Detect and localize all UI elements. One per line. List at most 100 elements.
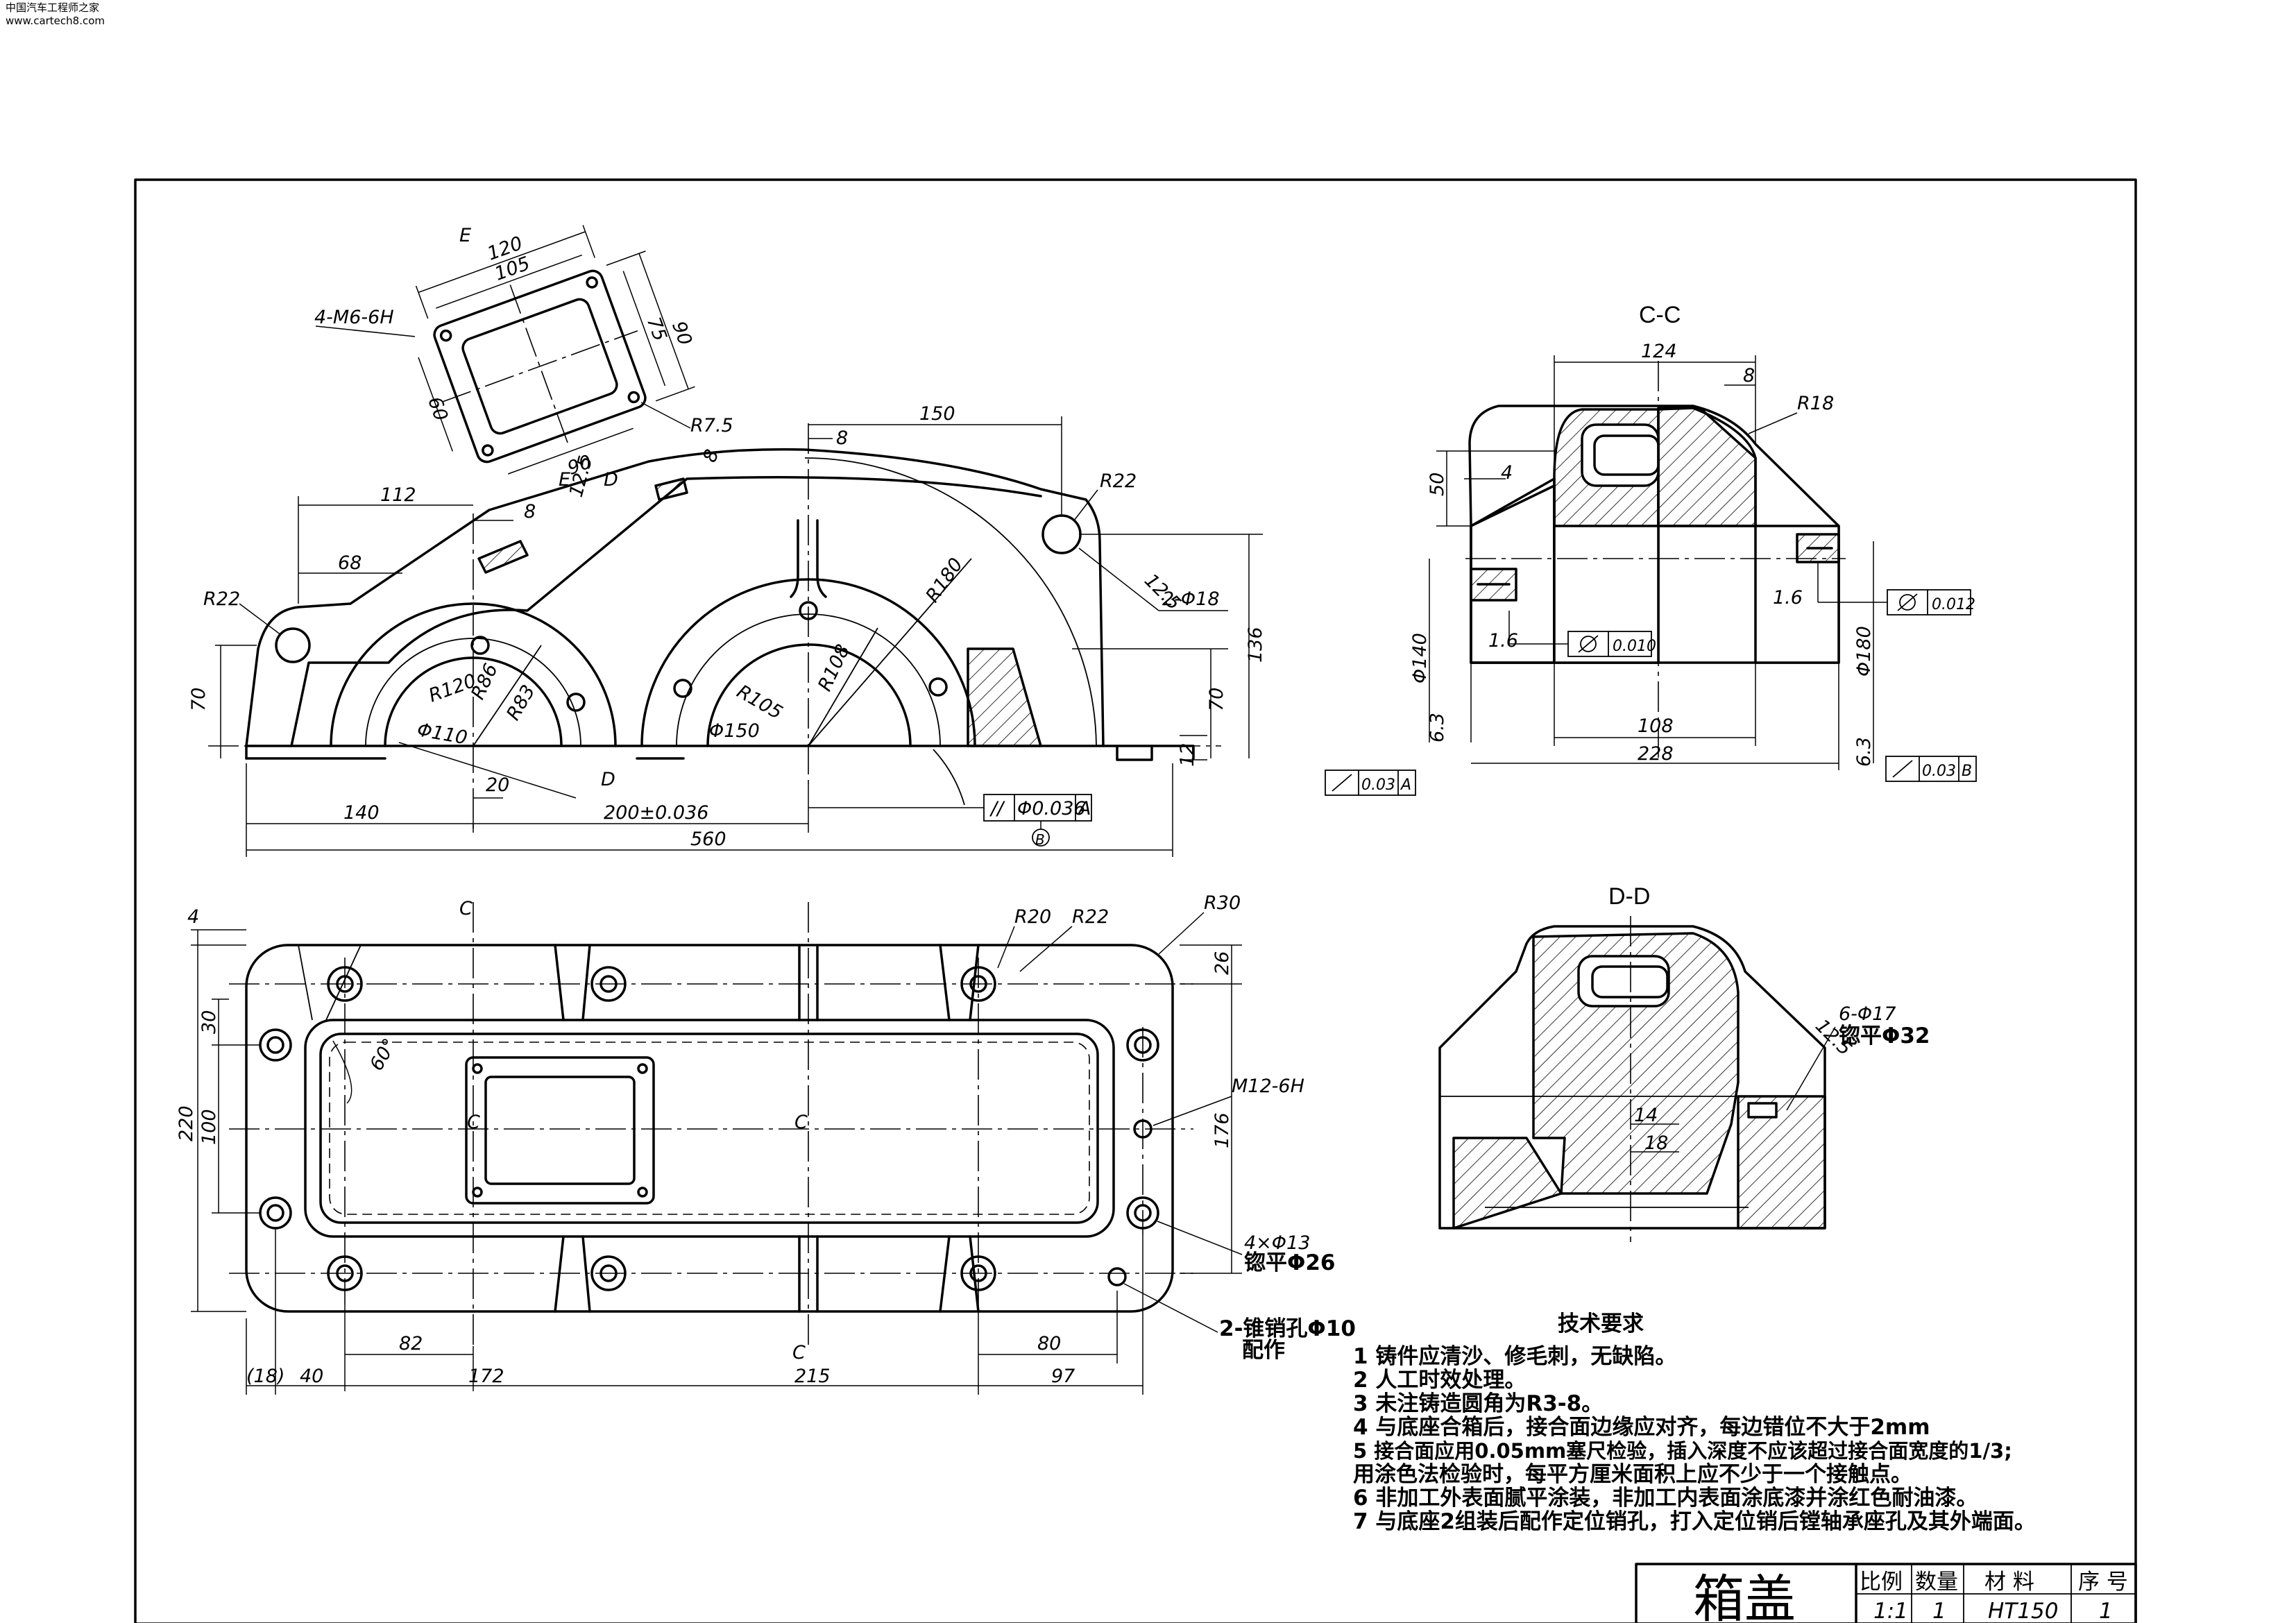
dim-cc-108: 108	[1638, 715, 1674, 737]
tb-header-material: 材 料	[1984, 1570, 2034, 1595]
dim-100: 100	[198, 1109, 220, 1145]
dim-r105: R105	[733, 681, 786, 724]
tb-qty: 1	[1932, 1599, 1946, 1623]
taper-pin-fit: 配作	[1242, 1338, 1285, 1363]
dim-cc-phi140: Φ140	[1409, 633, 1431, 683]
tb-header-scale: 比例	[1860, 1570, 1903, 1595]
dim-dd-18: 18	[1644, 1132, 1668, 1154]
dim-r22-top: R22	[1072, 906, 1109, 928]
note-3: 3 未注铸造圆角为R3-8。	[1353, 1391, 1603, 1416]
dim-e-r75: R7.5	[690, 415, 733, 436]
ra-cc-6-3-left: 6.3	[1427, 713, 1448, 742]
dim-68: 68	[338, 552, 362, 574]
holes-6-phi17: 6-Φ17	[1839, 1003, 1896, 1025]
dim-80: 80	[1037, 1333, 1061, 1354]
tol-runout-b-ref: B	[1962, 763, 1972, 780]
top-view: C C C C 4 220 100 30 26 176 R20 R22 R30 …	[176, 892, 1356, 1395]
section-dd-title: D-D	[1608, 883, 1650, 910]
dim-cc-124: 124	[1641, 341, 1677, 362]
tol-parallel-symbol: //	[989, 798, 1005, 819]
thread-m12: M12-6H	[1232, 1076, 1304, 1097]
dim-26: 26	[1211, 951, 1233, 975]
tb-scale: 1:1	[1873, 1599, 1908, 1623]
note-2: 2 人工时效处理。	[1353, 1368, 1526, 1393]
drawing-frame	[134, 178, 2137, 1623]
section-dd: D-D 6-Φ17 锪平Φ32 12.5 14 18	[1438, 883, 1930, 1242]
tol-runout-b: 0.03	[1922, 763, 1956, 780]
tb-header-qty: 数量	[1915, 1570, 1958, 1595]
notes-title: 技术要求	[1558, 1311, 1644, 1336]
dim-30: 30	[198, 1010, 220, 1034]
ra-cc-1-6-right: 1.6	[1773, 587, 1803, 609]
dim-e-75: 75	[643, 314, 671, 344]
dim-8-rib: 8	[699, 447, 723, 466]
tol-cyl-1: 0.010	[1613, 638, 1656, 655]
view-e-label: E	[459, 225, 471, 246]
dim-40: 40	[300, 1366, 323, 1387]
dim-cc-228: 228	[1638, 743, 1674, 765]
note-5: 5 接合面应用0.05mm塞尺检验，插入深度不应该超过接合面宽度的1/3;	[1353, 1439, 2012, 1463]
dim-18-ref: (18)	[246, 1366, 284, 1387]
dim-97: 97	[1051, 1366, 1075, 1387]
ra-cc-1-6-left: 1.6	[1488, 630, 1518, 652]
dim-phi110: Φ110	[416, 719, 469, 749]
dim-phi150: Φ150	[709, 720, 760, 742]
dim-cc-4: 4	[1501, 462, 1513, 484]
dim-8-left: 8	[524, 501, 536, 522]
dim-136: 136	[1245, 627, 1266, 663]
spotface-32: 锪平Φ32	[1839, 1023, 1930, 1048]
cut-c-bottom: C	[792, 1342, 806, 1363]
tb-header-index: 序 号	[2078, 1570, 2128, 1595]
dim-r22-right: R22	[1100, 470, 1137, 492]
note-7: 7 与底座2组装后配作定位销孔，打入定位销后镗轴承座孔及其外端面。	[1353, 1509, 2036, 1534]
part-name: 箱盖	[1693, 1570, 1796, 1623]
section-cc-title: C-C	[1639, 302, 1681, 328]
tb-index: 1	[2099, 1599, 2113, 1623]
dim-560: 560	[690, 829, 726, 850]
dim-8-mid: 8	[836, 427, 848, 449]
dim-r86: R86	[467, 661, 502, 703]
dim-200: 200±0.036	[604, 802, 708, 824]
dim-20: 20	[486, 774, 509, 796]
dim-176: 176	[1211, 1112, 1233, 1148]
ra-cc-6-3-right: 6.3	[1853, 737, 1875, 767]
cut-d-bottom: D	[601, 769, 615, 790]
dim-r83: R83	[502, 681, 539, 724]
holes-2-phi18: 2-Φ18	[1162, 588, 1220, 610]
technical-notes: 技术要求 1 铸件应清沙、修毛刺，无缺陷。 2 人工时效处理。 3 未注铸造圆角…	[1353, 1311, 2036, 1534]
dim-r30: R30	[1204, 892, 1241, 914]
cut-c-left: C	[467, 1112, 480, 1133]
watermark-url: www.cartech8.com	[6, 15, 105, 27]
dim-cc-phi180: Φ180	[1853, 626, 1875, 677]
tol-cyl-2: 0.012	[1932, 596, 1975, 613]
dim-140: 140	[343, 802, 380, 824]
dim-cc-8: 8	[1743, 365, 1755, 386]
dim-150: 150	[919, 403, 955, 425]
dim-70-right: 70	[1206, 688, 1227, 711]
holes-4-phi13: 4×Φ13	[1244, 1232, 1310, 1254]
dim-cc-r18: R18	[1797, 393, 1834, 414]
dim-r108: R108	[814, 641, 854, 695]
dim-215: 215	[794, 1366, 831, 1387]
tol-runout-a: 0.03	[1361, 776, 1395, 794]
dim-70-left: 70	[188, 688, 210, 711]
tb-material: HT150	[1988, 1599, 2058, 1623]
dim-82: 82	[399, 1333, 423, 1354]
dim-e-60: 60	[423, 394, 452, 424]
dim-e-thread: 4-M6-6H	[314, 307, 394, 328]
section-cc: C-C 124 8 R18 50 4 Φ140 Φ180	[1325, 302, 1977, 796]
note-1: 1 铸件应清沙、修毛刺，无缺陷。	[1353, 1344, 1676, 1369]
note-5b: 用涂色法检验时，每平方厘米面积上应不少于一个接触点。	[1353, 1462, 1912, 1487]
dim-220: 220	[176, 1105, 197, 1141]
title-block: 箱盖 比例 数量 材 料 序 号 1:1 1 HT150 1	[1635, 1563, 2137, 1623]
dim-r20: R20	[1014, 906, 1051, 928]
cut-c-top: C	[459, 898, 473, 919]
dim-12: 12	[1177, 743, 1198, 767]
tol-parallel-datum: A	[1077, 798, 1091, 819]
taper-pin: 2-锥销孔Φ10	[1219, 1316, 1356, 1341]
front-view: D D E 112 68 8 8 150 8 R22 R22 2-Φ18 12.…	[188, 403, 1266, 857]
cut-e-marker: E	[559, 469, 570, 491]
cut-d-top: D	[604, 469, 618, 491]
dim-r180: R180	[921, 554, 967, 606]
